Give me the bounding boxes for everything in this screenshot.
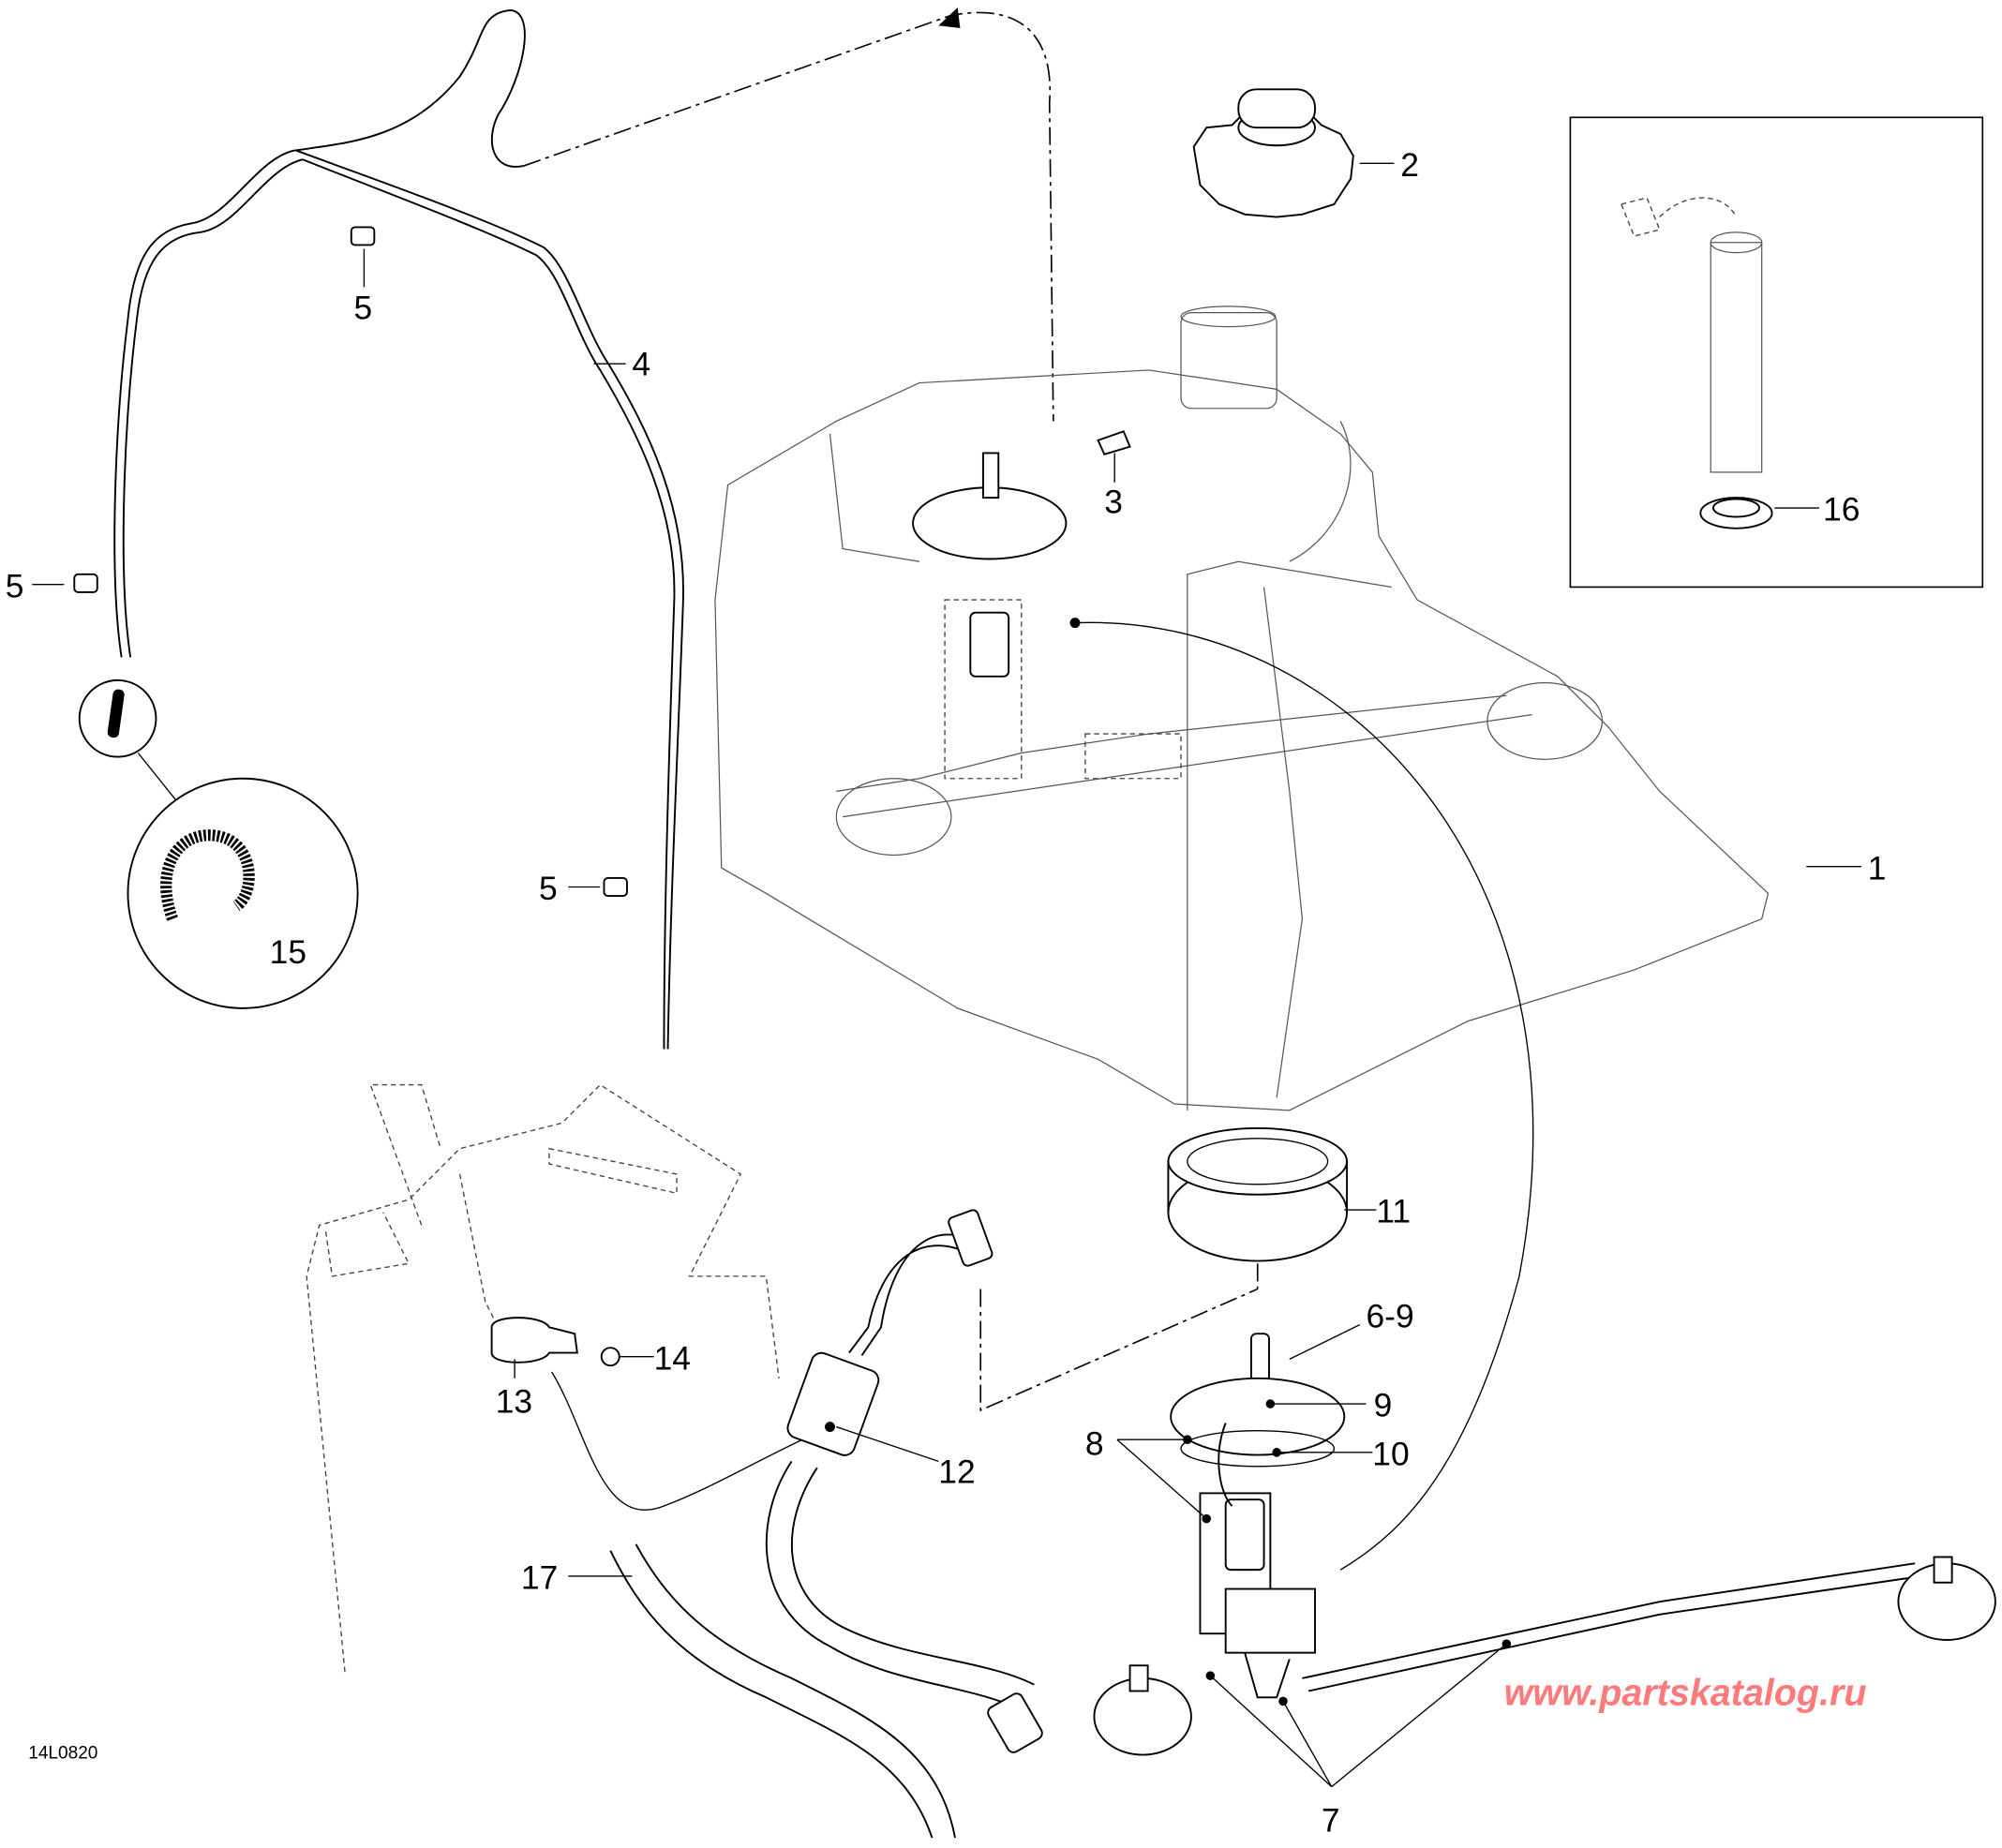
callout-5-left: 5 [6, 567, 24, 604]
detail-15 [78, 678, 359, 1009]
inset-16 [1569, 116, 1984, 589]
fuel-pump-assembly-6-9 [1093, 1333, 1996, 1756]
fuel-filter-12 [765, 1209, 1043, 1753]
leader-13-to-filter [551, 1371, 830, 1511]
routing-arc [1074, 621, 1534, 1571]
fuel-cap-2 [1192, 88, 1354, 218]
callout-17: 17 [521, 1559, 558, 1597]
callout-4: 4 [632, 345, 650, 382]
callout-13: 13 [496, 1383, 532, 1421]
leader-lines [32, 162, 1861, 1788]
hose-17 [609, 1543, 956, 1839]
callout-2: 2 [1400, 146, 1419, 184]
watermark: www.partskatalog.ru [1504, 1672, 1867, 1713]
clamp-13 [490, 1317, 578, 1364]
callout-1: 1 [1868, 849, 1887, 887]
callout-12: 12 [938, 1453, 975, 1491]
callout-8: 8 [1085, 1425, 1104, 1463]
routing-arrow-icon [938, 7, 961, 28]
vent-hose-routing-line [523, 11, 1054, 422]
callout-5-bottom: 5 [539, 870, 558, 907]
callout-3: 3 [1104, 483, 1123, 520]
clip-5-bottom [603, 877, 628, 897]
callout-9: 9 [1374, 1387, 1393, 1424]
spring-15 [160, 829, 255, 921]
vent-hose-4 [113, 8, 684, 1050]
nut-14 [600, 1347, 620, 1367]
clip-5-top [350, 226, 376, 246]
callout-14: 14 [654, 1339, 691, 1377]
callout-16: 16 [1823, 491, 1860, 529]
diagram-code: 14L0820 [28, 1744, 97, 1764]
callout-7: 7 [1322, 1801, 1340, 1839]
clip-5-left [73, 573, 98, 593]
locking-ring-11 [1167, 1126, 1349, 1262]
filter-routing-line [979, 1288, 1259, 1412]
callout-6-9: 6-9 [1366, 1297, 1413, 1334]
callout-5-top: 5 [354, 289, 373, 326]
callout-10: 10 [1372, 1435, 1409, 1472]
fuel-pump-in-tank [912, 430, 1182, 780]
fuel-tank-1 [714, 306, 1770, 1111]
callout-11: 11 [1376, 1193, 1411, 1230]
callout-15: 15 [270, 933, 306, 971]
